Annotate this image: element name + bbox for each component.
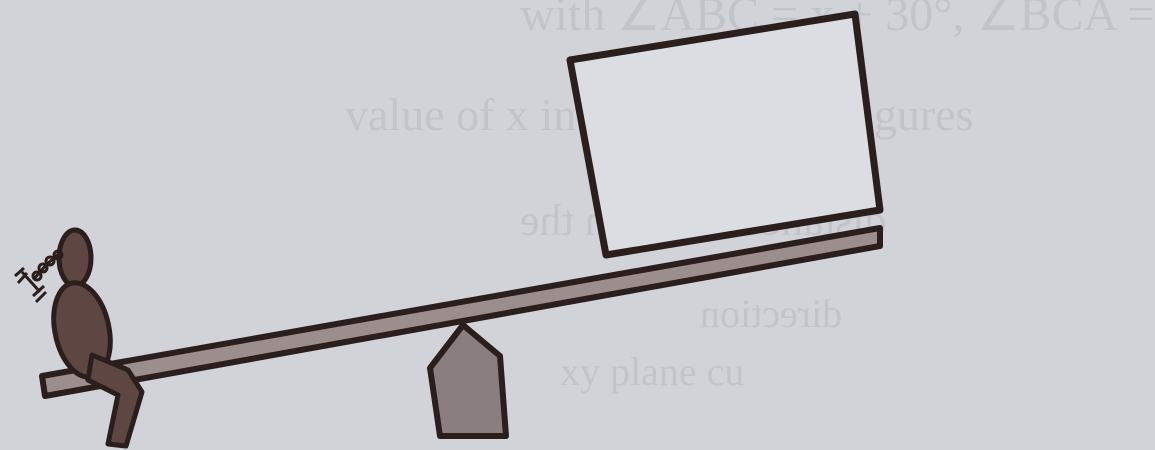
plank bbox=[39, 225, 883, 399]
person-icon bbox=[51, 227, 145, 449]
seesaw-diagram bbox=[14, 10, 884, 449]
person-leg bbox=[85, 352, 145, 449]
box bbox=[566, 10, 884, 259]
person-head bbox=[56, 227, 94, 289]
bone bbox=[14, 266, 48, 304]
fulcrum bbox=[427, 322, 509, 439]
figure-canvas: with ∠ABC = x + 30°, ∠BCA = value of x i… bbox=[14, 0, 1155, 449]
bleed-text-5: xy plane cu bbox=[560, 349, 745, 394]
chain bbox=[32, 249, 63, 280]
chain-with-bone bbox=[14, 249, 64, 304]
